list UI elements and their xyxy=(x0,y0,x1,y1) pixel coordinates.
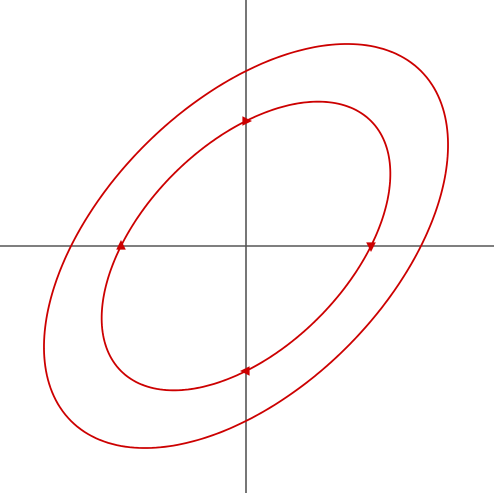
direction-arrow-1-3 xyxy=(240,366,250,376)
direction-arrow-1-4 xyxy=(116,240,126,250)
direction-arrow-1-2 xyxy=(366,242,376,252)
direction-arrow-1-1 xyxy=(242,116,252,126)
trajectory-curve-2 xyxy=(43,43,449,449)
